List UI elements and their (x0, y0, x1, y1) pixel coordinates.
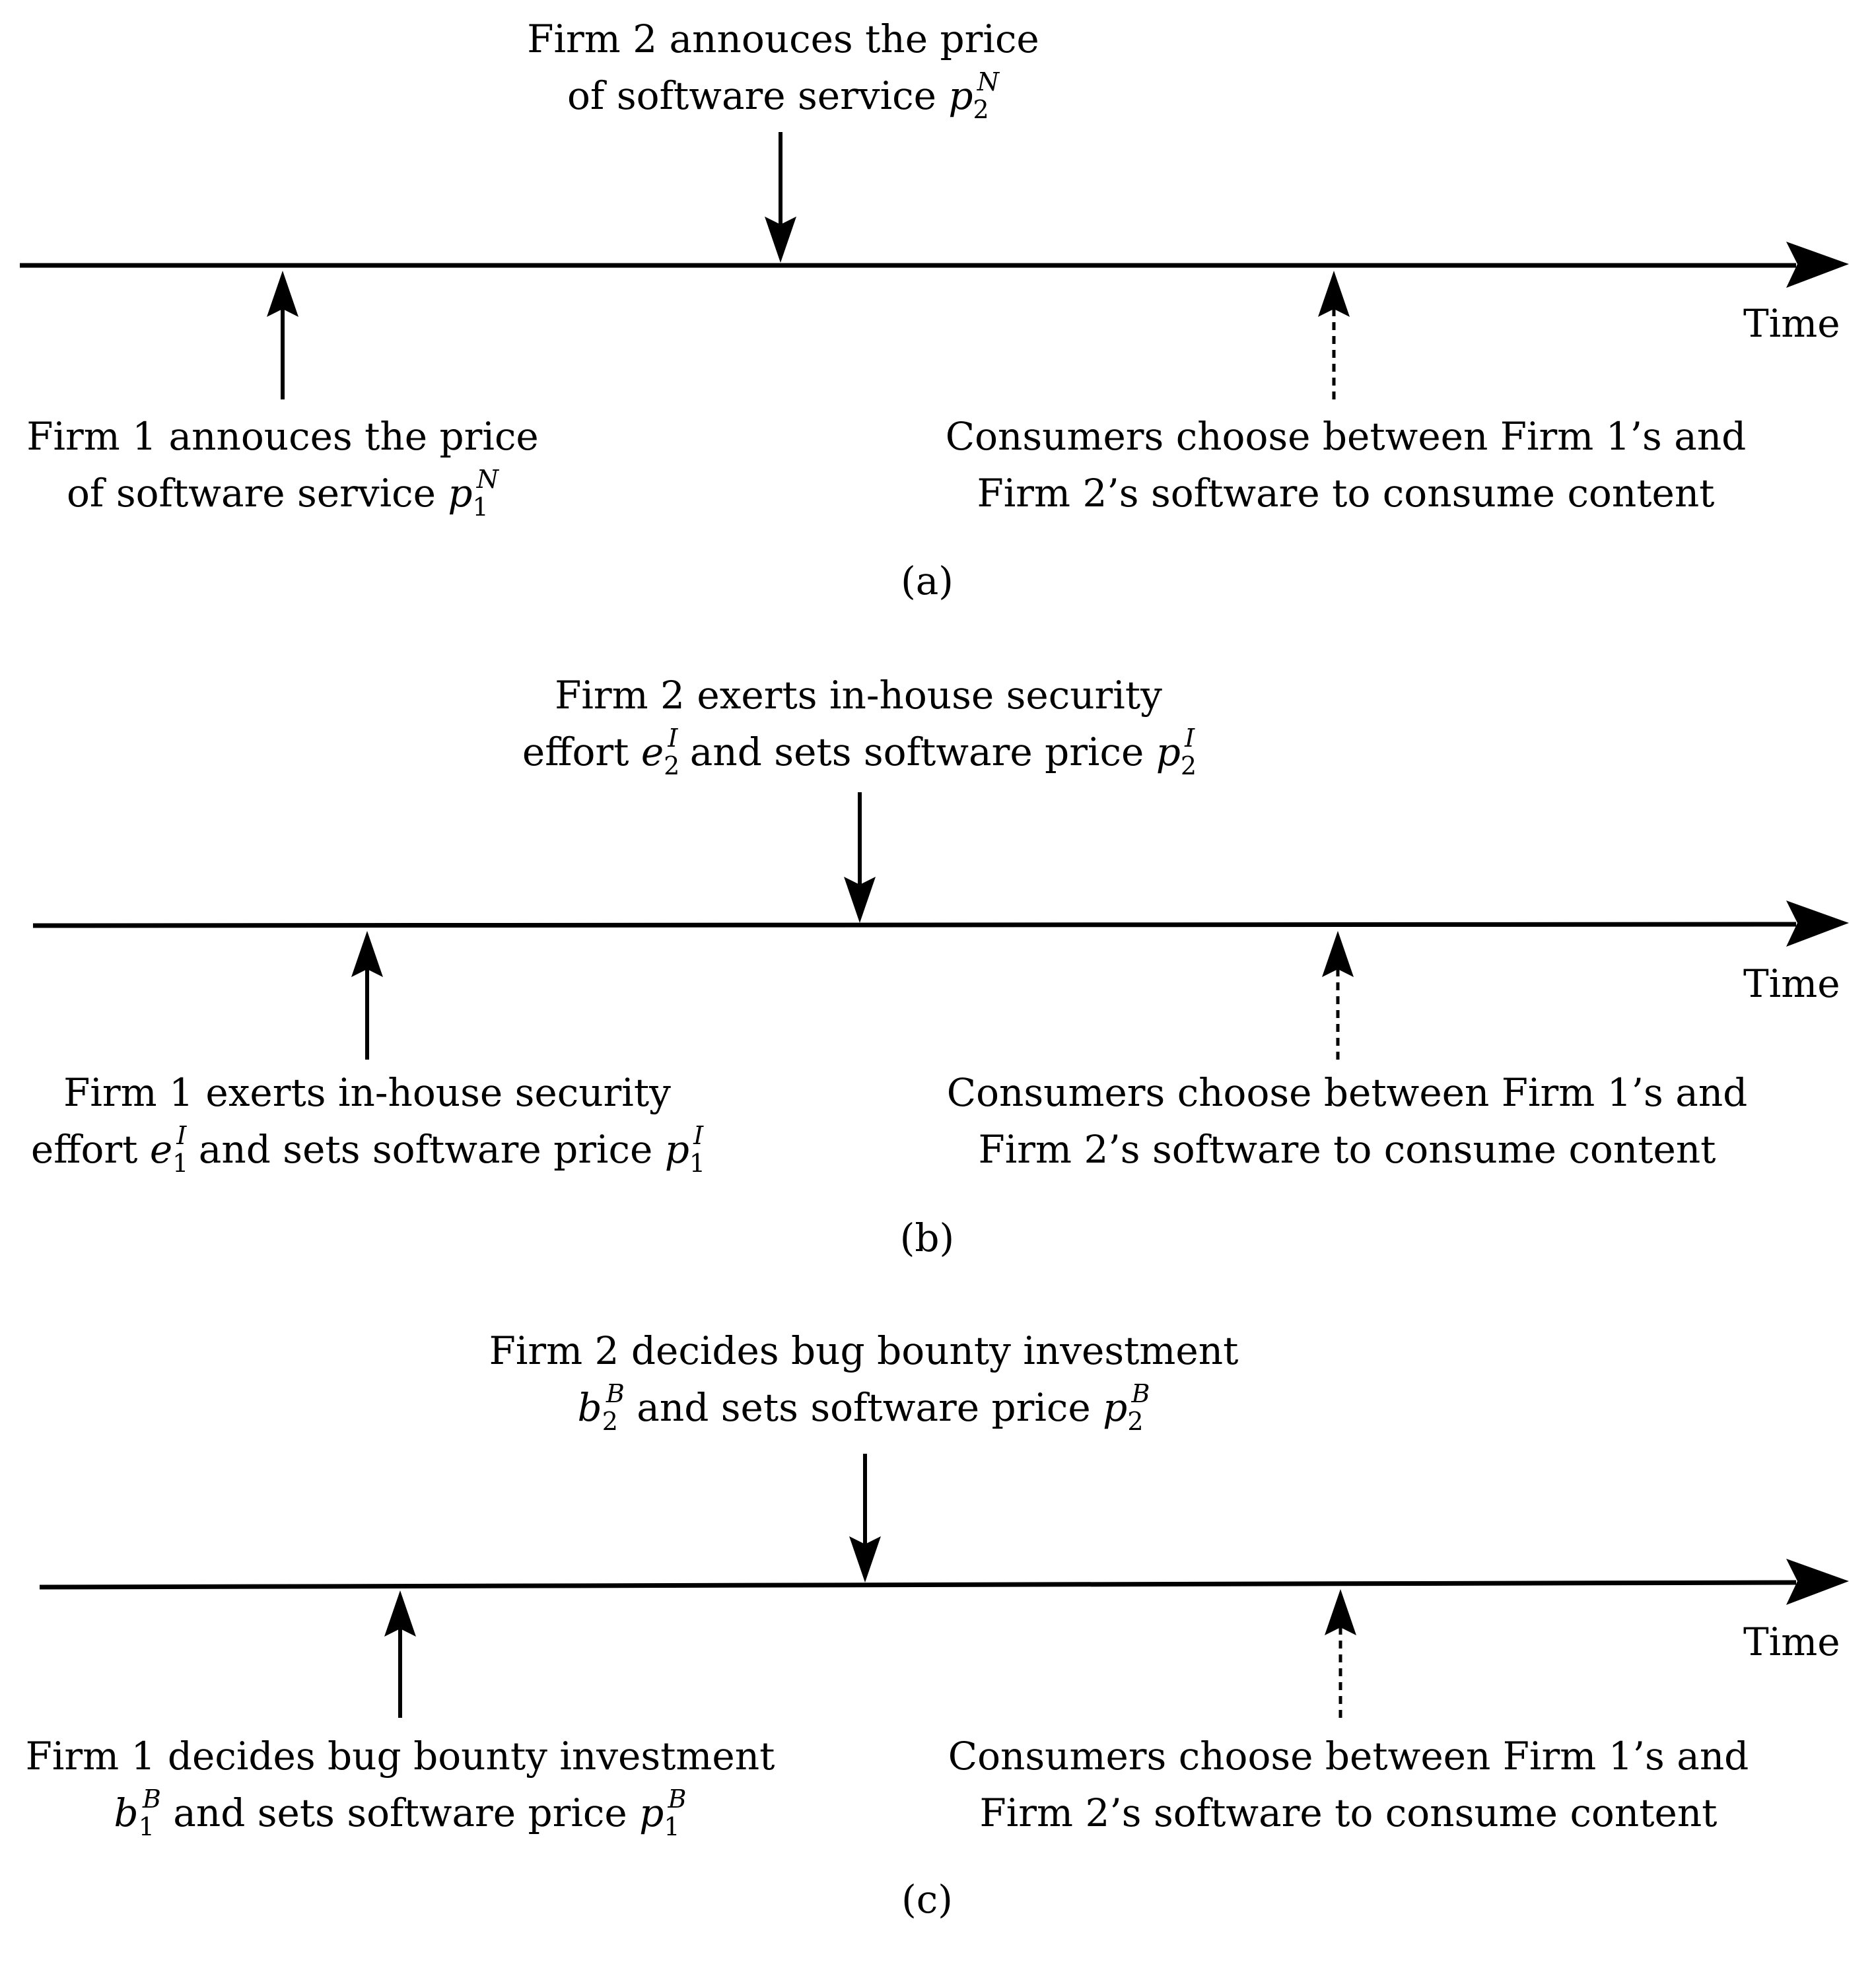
firm1-label: Firm 1 exerts in-house security effort e… (30, 1064, 706, 1182)
math-subscript: 2 (602, 1407, 618, 1436)
firm1-label-line2: of software service p1N (26, 465, 539, 526)
firm2-label-text: effort (522, 730, 641, 774)
math-var: b (114, 1790, 139, 1835)
math-var: b (577, 1385, 602, 1430)
math-superscript: I (693, 1121, 704, 1150)
timeline-graphic (20, 132, 1849, 399)
timeline-arrowhead (1786, 901, 1849, 947)
timeline-graphic (32, 792, 1849, 1060)
firm1-label-line1: Firm 1 exerts in-house security (63, 1070, 671, 1115)
math-superscript: B (142, 1785, 161, 1814)
firm1-label-text: and sets software price (160, 1790, 640, 1835)
consumer-label-line2: Firm 2’s software to consume content (978, 1127, 1716, 1172)
consumer-label: Consumers choose between Firm 1’s and Fi… (947, 1064, 1748, 1178)
firm1-label-line1: Firm 1 decides bug bounty investment (25, 1734, 775, 1779)
consumer-label-line2: Firm 2’s software to consume content (977, 471, 1715, 516)
firm1-arrowhead (267, 271, 298, 317)
math-superscript: B (606, 1379, 625, 1408)
timeline-axis (32, 922, 1797, 928)
math-subscript: 2 (1127, 1407, 1144, 1436)
math-subscript: 1 (689, 1149, 706, 1178)
math-superscript: B (668, 1785, 687, 1814)
math-var: e (641, 730, 664, 774)
firm2-label: Firm 2 annouces the price of software se… (527, 11, 1039, 129)
firm1-arrowhead (351, 931, 383, 977)
math-superscript: B (1131, 1379, 1150, 1408)
math-subscript: 1 (138, 1812, 155, 1841)
firm2-label-text: and sets software price (677, 730, 1156, 774)
firm1-label: Firm 1 annouces the price of software se… (26, 408, 539, 526)
firm2-label-line2: b2B and sets software price p2B (489, 1379, 1239, 1441)
firm1-label-line2: b1B and sets software price p1B (26, 1785, 775, 1846)
firm2-label-text: of software service (567, 73, 949, 118)
math-var: p (448, 471, 473, 516)
math-superscript: I (1185, 724, 1195, 753)
panel-caption: (c) (901, 1877, 953, 1922)
consumer-arrowhead (1325, 1589, 1356, 1635)
math-var: e (149, 1127, 173, 1172)
consumer-label: Consumers choose between Firm 1’s and Fi… (946, 408, 1747, 522)
firm2-label-line2: effort e2I and sets software price p2I (522, 724, 1197, 785)
timeline-arrowhead (1786, 1559, 1849, 1605)
panel-caption: (a) (901, 559, 954, 603)
firm2-label-text: and sets software price (624, 1385, 1103, 1430)
firm2-label: Firm 2 decides bug bounty investment b2B… (489, 1322, 1239, 1441)
firm2-label: Firm 2 exerts in-house security effort e… (522, 667, 1197, 785)
firm2-arrowhead (765, 217, 796, 263)
firm2-arrowhead (849, 1536, 881, 1582)
timeline-arrowhead (1786, 242, 1849, 288)
math-superscript: I (176, 1121, 187, 1150)
time-label: Time (1743, 301, 1840, 346)
firm1-label-text: of software service (67, 471, 448, 516)
timeline-panel-a: Firm 2 annouces the price of software se… (0, 0, 1876, 654)
math-subscript: 2 (1180, 751, 1197, 780)
panel-caption: (b) (899, 1215, 955, 1260)
timeline-panel-b: Firm 2 exerts in-house security effort e… (0, 660, 1876, 1314)
consumer-label-line2: Firm 2’s software to consume content (979, 1790, 1718, 1835)
time-label: Time (1743, 1619, 1840, 1664)
math-subscript: 1 (172, 1149, 189, 1178)
firm1-arrowhead (384, 1590, 416, 1637)
consumer-arrowhead (1318, 271, 1350, 317)
firm1-label-text: and sets software price (186, 1127, 665, 1172)
firm2-label-line1: Firm 2 annouces the price (527, 17, 1039, 61)
timeline-panel-c: Firm 2 decides bug bounty investment b2B… (0, 1318, 1876, 1972)
firm2-label-line1: Firm 2 decides bug bounty investment (489, 1328, 1239, 1373)
math-superscript: N (476, 465, 499, 494)
math-subscript: 2 (973, 95, 989, 124)
firm1-label-line1: Firm 1 annouces the price (26, 414, 539, 459)
math-var: p (1103, 1385, 1128, 1430)
timeline-axis (39, 1580, 1797, 1590)
consumer-label-line1: Consumers choose between Firm 1’s and (948, 1734, 1749, 1779)
firm1-label-line2: effort e1I and sets software price p1I (30, 1121, 706, 1182)
math-subscript: 2 (664, 751, 680, 780)
consumer-label-line1: Consumers choose between Firm 1’s and (945, 414, 1747, 459)
math-var: p (948, 73, 973, 118)
math-var: p (639, 1790, 664, 1835)
firm1-label: Firm 1 decides bug bounty investment b1B… (26, 1728, 775, 1846)
consumer-label-line1: Consumers choose between Firm 1’s and (946, 1070, 1748, 1115)
firm2-label-line2: of software service p2N (527, 67, 1039, 129)
math-var: p (1156, 730, 1181, 774)
math-subscript: 1 (664, 1812, 680, 1841)
math-subscript: 1 (472, 493, 489, 522)
math-superscript: I (668, 724, 678, 753)
time-label: Time (1743, 961, 1840, 1006)
firm1-label-text: effort (30, 1127, 150, 1172)
firm2-label-line1: Firm 2 exerts in-house security (555, 673, 1162, 718)
math-var: p (664, 1127, 689, 1172)
consumer-label: Consumers choose between Firm 1’s and Fi… (948, 1728, 1749, 1841)
consumer-arrowhead (1322, 931, 1354, 977)
firm2-arrowhead (844, 877, 876, 923)
math-superscript: N (977, 67, 999, 96)
timeline-graphic (39, 1454, 1849, 1718)
